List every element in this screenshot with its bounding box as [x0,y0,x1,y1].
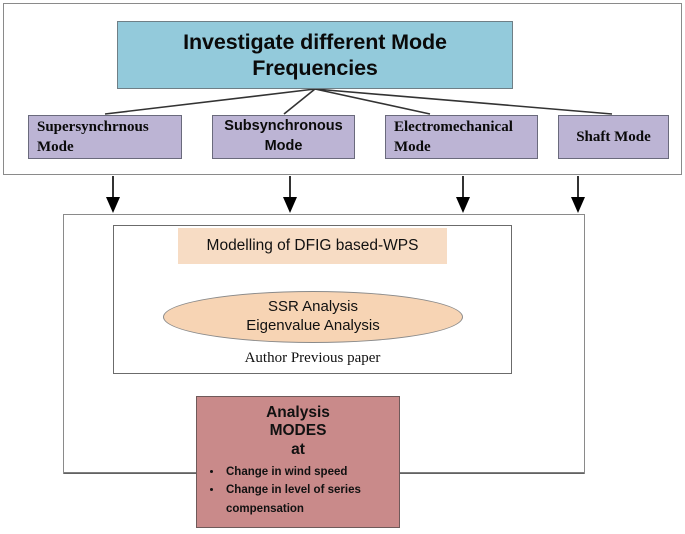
analysis-line-3: at [291,440,305,458]
mode-label-line-2: Mode [264,138,303,154]
mode-label-line-2: Mode [394,139,431,155]
arrowhead-down-3 [456,197,470,213]
analysis-modes-box: Analysis MODES at Change in wind speed C… [196,396,400,528]
analysis-modes-heading: Analysis MODES at [197,404,399,459]
caption-text: Author Previous paper [244,349,381,366]
ellipse-line-2: Eigenvalue Analysis [246,317,380,334]
list-item: Change in wind speed [223,463,393,482]
modelling-label: Modelling of DFIG based-WPS [206,237,419,254]
arrowhead-down-1 [106,197,120,213]
analysis-line-1: Analysis [266,404,330,421]
down-connectors [112,176,579,198]
mode-label-line-1: Shaft Mode [576,128,651,145]
title-box: Investigate different Mode Frequencies [117,21,513,89]
mode-label-line-1: Subsynchronous [224,118,343,135]
mode-box-shaft: Shaft Mode [558,115,669,159]
arrowhead-down-2 [283,197,297,213]
analysis-ellipse: SSR Analysis Eigenvalue Analysis [163,291,463,343]
list-item: Change in level of series compensation [223,481,393,518]
analysis-line-2: MODES [269,422,327,440]
ellipse-line-1: SSR Analysis [267,298,359,316]
previous-paper-caption: Author Previous paper [113,347,512,369]
arrowhead-down-4 [571,197,585,213]
mode-box-subsynchronous: Subsynchronous Mode [212,115,355,159]
mode-box-supersynchronous: Supersynchrnous Mode [28,115,182,159]
title-line-2: Frequencies [252,56,378,80]
down-arrowheads [106,197,585,213]
mode-label-line-1: Electromechanical [394,118,513,135]
mode-box-electromechanical: Electromechanical Mode [385,115,538,159]
title-line-1: Investigate different Mode [183,29,447,54]
mode-label-line-2: Mode [37,139,74,155]
analysis-modes-bullet-list: Change in wind speed Change in level of … [197,463,399,519]
mode-label-line-1: Supersynchrnous [37,118,149,135]
modelling-box: Modelling of DFIG based-WPS [178,228,447,264]
